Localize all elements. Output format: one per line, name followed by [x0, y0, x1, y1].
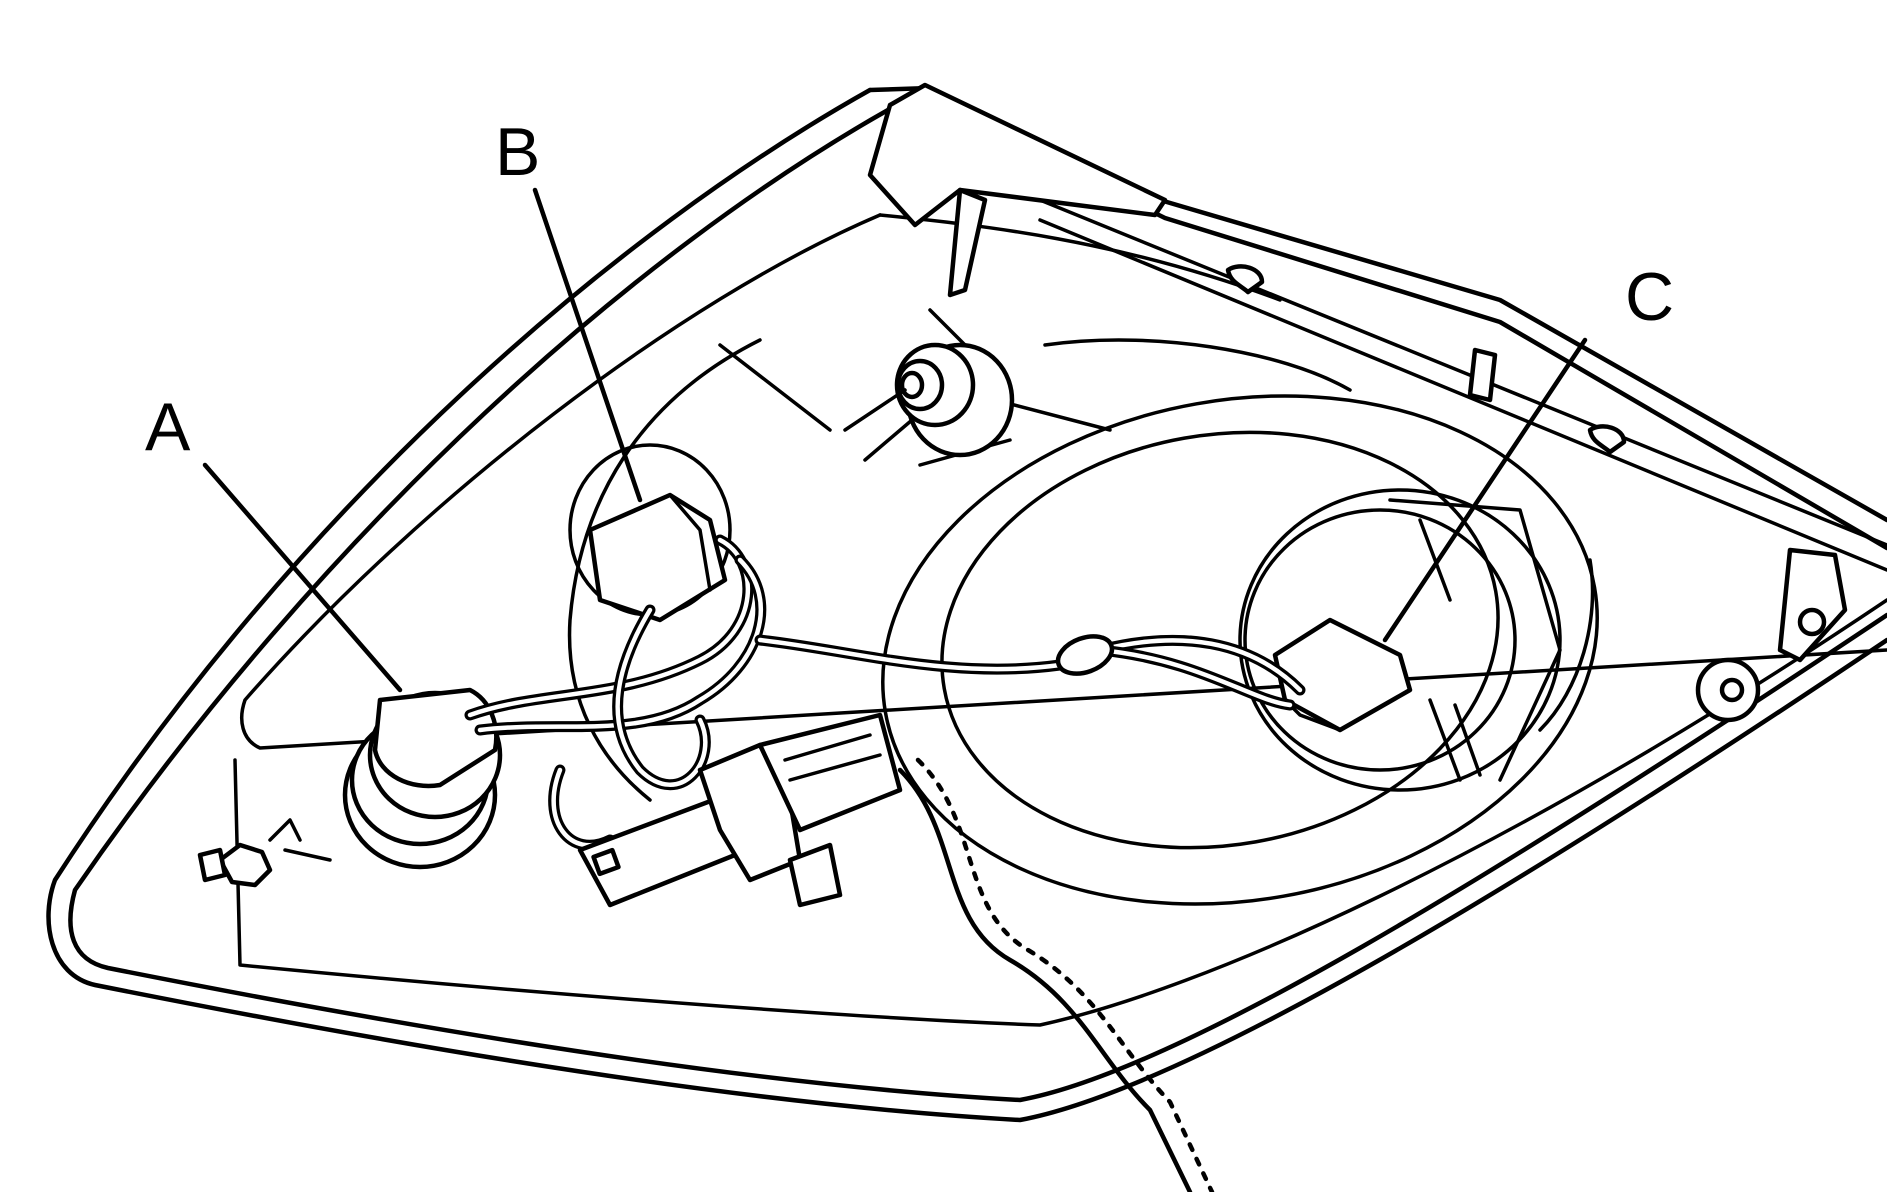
callout-leaders [202, 187, 1588, 693]
harness-connector [577, 712, 903, 908]
callout-label-b: B [495, 114, 540, 190]
reflector-bowls [567, 338, 1599, 906]
callout-label-a: A [145, 389, 191, 465]
wire-harness [464, 534, 1306, 851]
pigtail-cable [897, 757, 1215, 1192]
bulb-socket-a [342, 687, 503, 870]
bulb-socket-b [587, 492, 728, 623]
leader-line-c [1382, 337, 1588, 643]
left-fastener [197, 818, 332, 888]
upper-stud [718, 308, 1112, 467]
callout-label-c: C [1625, 259, 1674, 335]
leader-line-b [532, 187, 643, 503]
right-bracket [1695, 547, 1848, 723]
leader-line-a [202, 462, 403, 693]
mounting-flange [867, 82, 1887, 572]
